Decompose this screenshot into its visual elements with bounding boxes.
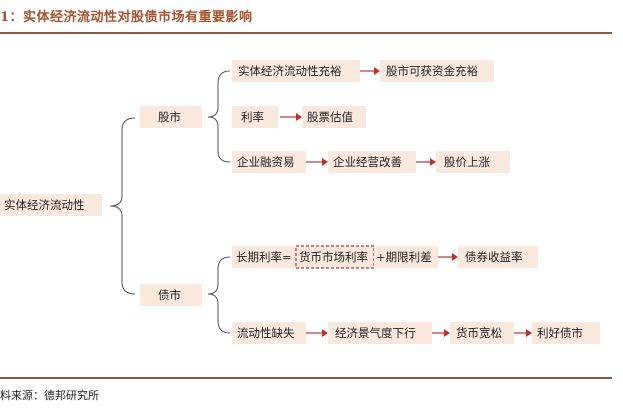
root-brace bbox=[109, 117, 136, 295]
node-s2b: 股票估值 bbox=[302, 106, 366, 128]
arrow-b2a-b2b bbox=[306, 329, 328, 337]
bottom-rule bbox=[0, 377, 612, 379]
node-b2b: 经济景气度下行 bbox=[328, 322, 432, 344]
node-b2a: 流动性缺失 bbox=[232, 322, 306, 344]
arrow-s3b-s3c bbox=[416, 158, 436, 166]
node-s3b-label: 企业经营改善 bbox=[333, 155, 402, 169]
stock-brace bbox=[207, 70, 231, 163]
node-b1c-label: +期限利差 bbox=[376, 250, 432, 264]
node-s3c-label: 股价上涨 bbox=[444, 155, 490, 169]
node-s1b-label: 股市可获资金充裕 bbox=[386, 64, 478, 78]
node-s3c: 股价上涨 bbox=[436, 151, 510, 173]
node-b2a-label: 流动性缺失 bbox=[237, 326, 295, 340]
node-b1b: 货币市场利率 bbox=[295, 245, 375, 269]
node-s1a: 实体经济流动性充裕 bbox=[232, 60, 360, 82]
arrow-b1c-b1d bbox=[438, 253, 458, 261]
node-s1b: 股市可获资金充裕 bbox=[380, 60, 494, 82]
node-bond: 债市 bbox=[140, 284, 202, 306]
node-s3a: 企业融资易 bbox=[232, 151, 306, 173]
node-s2a-label: 利率 bbox=[241, 110, 264, 124]
arrow-s2a-s2b bbox=[280, 113, 302, 121]
arrow-s3a-s3b bbox=[306, 158, 328, 166]
arrow-b2c-b2d bbox=[514, 329, 532, 337]
node-b1a: 长期利率= bbox=[232, 246, 296, 268]
node-s3a-label: 企业融资易 bbox=[237, 155, 295, 169]
top-rule bbox=[0, 32, 612, 34]
node-b2b-label: 经济景气度下行 bbox=[335, 326, 416, 340]
node-b2c-label: 货币宽松 bbox=[456, 326, 502, 340]
node-stock-label: 股市 bbox=[158, 110, 181, 124]
node-s3b: 企业经营改善 bbox=[328, 151, 416, 173]
arrow-s1a-s1b bbox=[360, 67, 380, 75]
node-b1d: 债券收益率 bbox=[458, 246, 538, 268]
node-bond-label: 债市 bbox=[158, 288, 181, 302]
node-b1a-label: 长期利率= bbox=[236, 250, 292, 264]
source-note: 料来源：德邦研究所 bbox=[0, 389, 99, 402]
node-b1c: +期限利差 bbox=[374, 246, 438, 268]
node-s1a-label: 实体经济流动性充裕 bbox=[238, 64, 342, 78]
node-b1b-label: 货币市场利率 bbox=[299, 250, 368, 264]
node-root-label: 实体经济流动性 bbox=[4, 198, 85, 212]
figure-title: 1：实体经济流动性对股债市场有重要影响 bbox=[0, 10, 253, 25]
node-b2c: 货币宽松 bbox=[450, 322, 514, 344]
node-s2a: 利率 bbox=[232, 106, 278, 128]
node-b2d-label: 利好债市 bbox=[537, 326, 583, 340]
node-root: 实体经济流动性 bbox=[0, 194, 102, 216]
node-b2d: 利好债市 bbox=[532, 322, 600, 344]
bond-brace bbox=[207, 256, 231, 334]
node-s2b-label: 股票估值 bbox=[307, 110, 353, 124]
node-b1d-label: 债券收益率 bbox=[465, 250, 523, 264]
node-stock: 股市 bbox=[140, 106, 202, 128]
arrow-b2b-b2c bbox=[432, 329, 450, 337]
